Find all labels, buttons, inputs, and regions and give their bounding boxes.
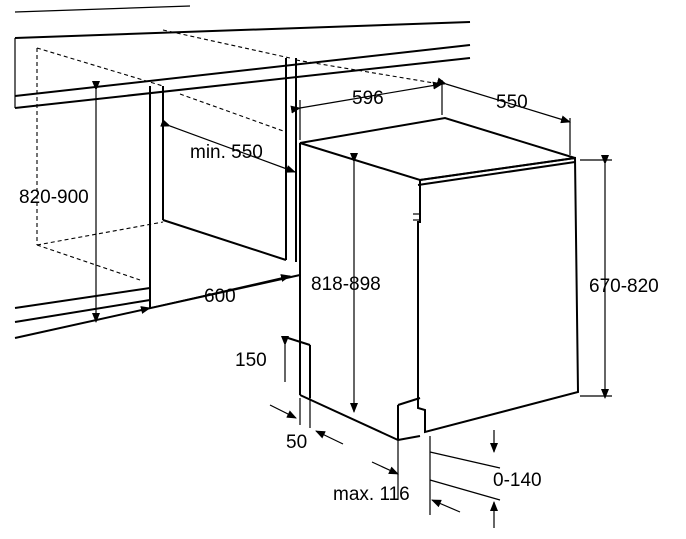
label-max-offset: max. 116	[333, 484, 410, 505]
label-plinth-setback: 50	[286, 432, 307, 453]
label-appliance-depth: 550	[496, 92, 528, 113]
label-foot-adjust: 0-140	[493, 470, 542, 491]
dishwasher-body	[287, 116, 580, 441]
label-appliance-height: 818-898	[311, 274, 381, 295]
worktop	[14, 5, 471, 109]
label-plinth-height: 150	[235, 350, 267, 371]
dimension-lines	[92, 77, 612, 528]
label-niche-height: 820-900	[19, 187, 89, 208]
label-appliance-width: 596	[352, 88, 384, 109]
label-niche-width: 600	[204, 286, 236, 307]
label-niche-depth: min. 550	[190, 142, 263, 163]
label-door-height: 670-820	[589, 276, 659, 297]
